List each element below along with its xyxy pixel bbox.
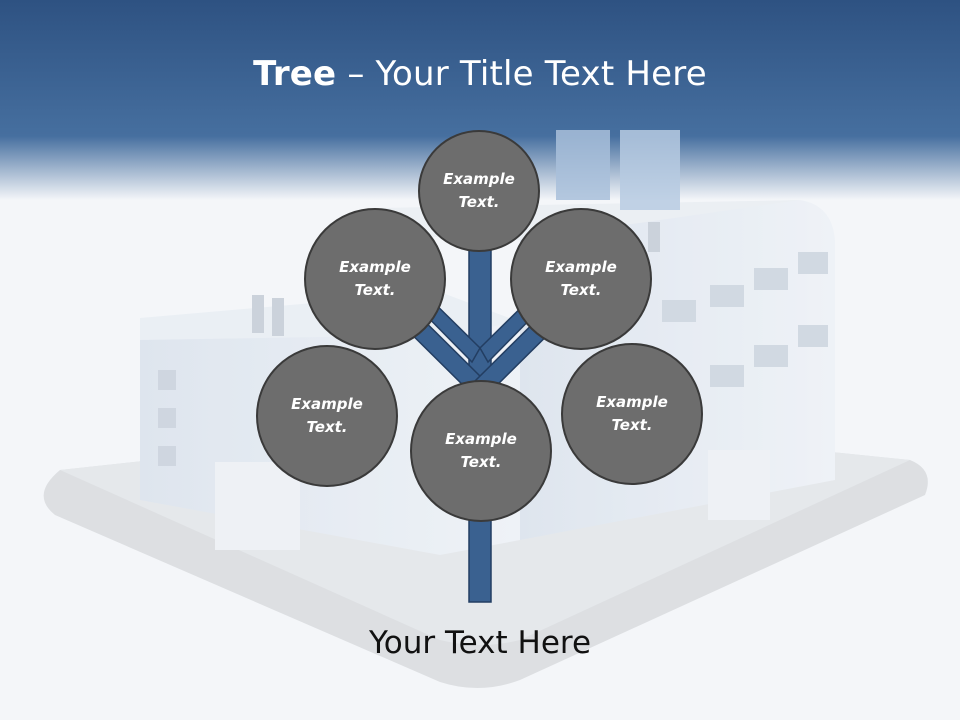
tree-node-lower-right[interactable]: Example Text.	[561, 343, 703, 485]
node-label: Example Text.	[443, 170, 515, 211]
slide-title: Tree – Your Title Text Here	[0, 52, 960, 96]
tree-node-lower-left[interactable]: Example Text.	[256, 345, 398, 487]
title-rest: Your Title Text Here	[375, 54, 707, 94]
tree-node-upper-right[interactable]: Example Text.	[510, 208, 652, 350]
tree-node-upper-left[interactable]: Example Text.	[304, 208, 446, 350]
node-label: Example Text.	[339, 258, 411, 299]
node-label: Example Text.	[445, 430, 517, 471]
caption-text: Your Text Here	[368, 625, 592, 661]
node-label: Example Text.	[545, 258, 617, 299]
node-label: Example Text.	[596, 393, 668, 434]
title-dash: –	[336, 54, 376, 94]
tree-node-top[interactable]: Example Text.	[418, 130, 540, 252]
title-bold: Tree	[253, 54, 337, 94]
node-label: Example Text.	[291, 395, 363, 436]
tree-node-center[interactable]: Example Text.	[410, 380, 552, 522]
